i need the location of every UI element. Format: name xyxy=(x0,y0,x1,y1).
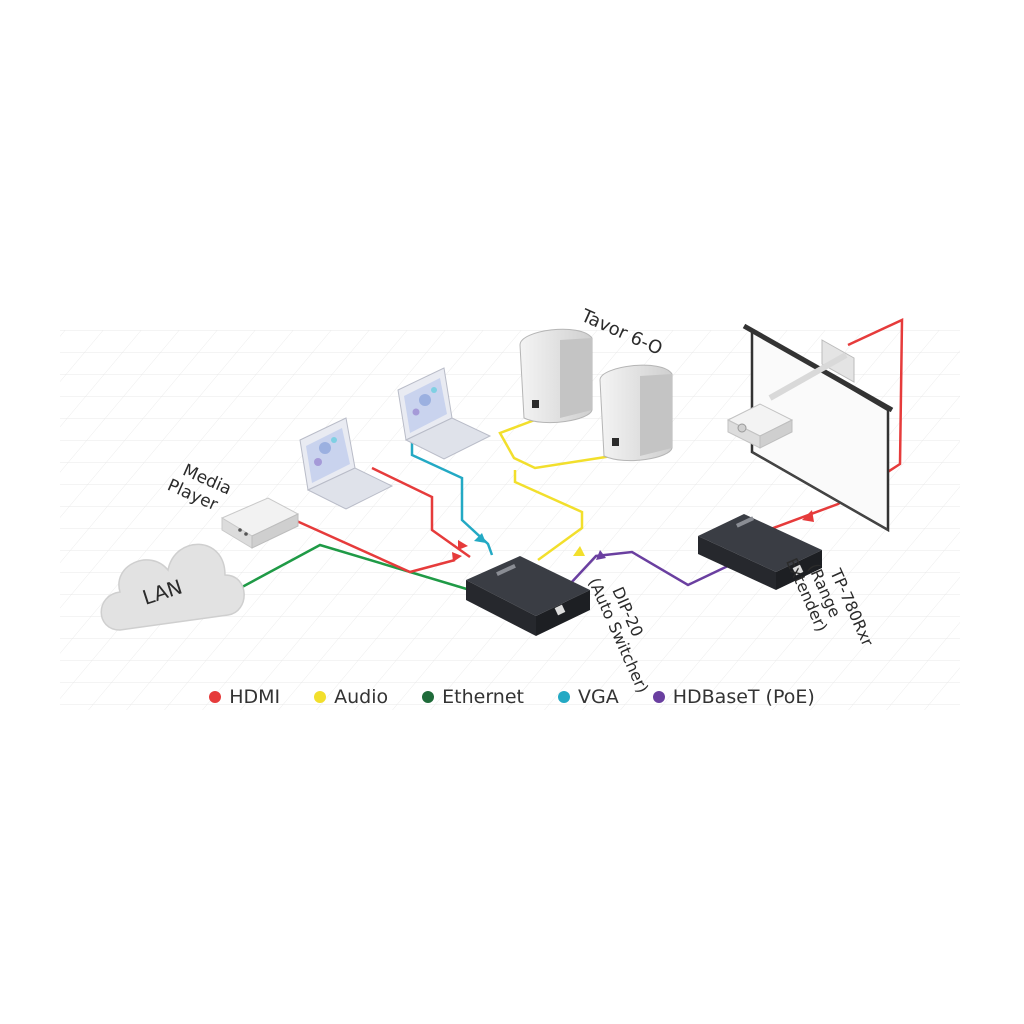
hdmi-arrow-1 xyxy=(452,552,462,562)
media-player-device xyxy=(220,497,300,549)
legend-item-vga: VGA xyxy=(558,686,619,708)
vga-arrow xyxy=(474,533,486,543)
legend-item-audio: Audio xyxy=(314,686,388,708)
hdbaset-arrow xyxy=(596,550,606,560)
legend-item-ethernet: Ethernet xyxy=(422,686,524,708)
audio-cable-speakers xyxy=(498,416,613,562)
hdmi-dot-icon xyxy=(209,691,222,703)
legend-item-hdbaset: HDBaseT (PoE) xyxy=(652,686,815,708)
hdmi-arrow-2 xyxy=(458,540,468,550)
speaker-right-icon xyxy=(599,364,673,462)
hdmi-cable-media-player xyxy=(289,516,456,574)
legend-label-ethernet: Ethernet xyxy=(442,686,524,708)
tp-780rxr-extender-device xyxy=(698,514,822,590)
audio-arrow xyxy=(573,546,585,556)
vga-dot-icon xyxy=(558,691,570,703)
legend-label-hdbaset: HDBaseT (PoE) xyxy=(672,686,815,708)
legend-label-vga: VGA xyxy=(578,686,619,708)
ethernet-dot-icon xyxy=(422,691,435,703)
legend: HDMI Audio Ethernet VGA HDBaseT (PoE) xyxy=(0,682,1024,712)
speaker-left-icon xyxy=(519,328,593,424)
hdbaset-cable-extender xyxy=(569,550,731,587)
hdmi-arrow-projector xyxy=(802,510,814,522)
legend-label-audio: Audio xyxy=(334,686,389,708)
projector-device xyxy=(726,352,848,449)
vga-cable-laptop-right xyxy=(410,440,494,556)
laptop-right-icon xyxy=(397,367,492,460)
laptop-left-icon xyxy=(299,417,394,510)
legend-item-hdmi: HDMI xyxy=(209,686,280,708)
dip-20-switcher-device xyxy=(466,556,590,636)
legend-label-hdmi: HDMI xyxy=(229,686,281,708)
hdmi-cable-laptop-left xyxy=(371,466,471,559)
hdbaset-dot-icon xyxy=(652,691,665,703)
audio-dot-icon xyxy=(314,691,327,703)
lan-cloud-icon: LAN xyxy=(100,543,245,631)
